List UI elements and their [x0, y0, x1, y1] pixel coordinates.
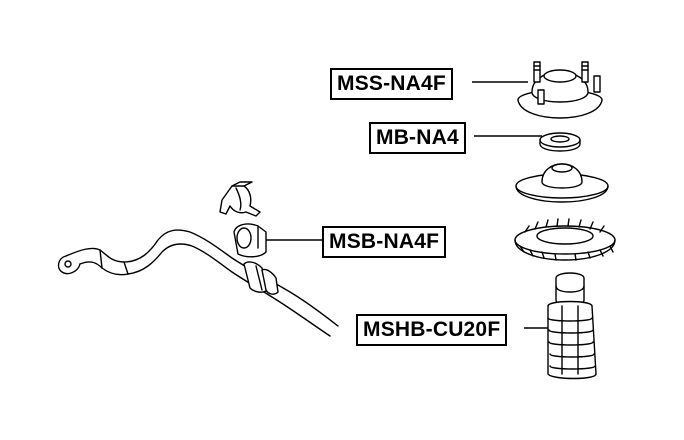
spring-seat-upper [515, 163, 609, 203]
part-label-strut-mount: MSS-NA4F [330, 68, 453, 100]
strut-mount-part [517, 61, 603, 119]
stabilizer-bushing-part [233, 223, 267, 258]
bump-stop-boot-part [547, 272, 597, 380]
bearing-part [539, 132, 581, 152]
part-label-bump-stop-boot: MSHB-CU20F [356, 314, 508, 346]
spring-seat-lower [514, 218, 616, 261]
leader-lines [266, 81, 548, 329]
stabilizer-bar [57, 229, 339, 337]
part-label-stabilizer-bushing: MSB-NA4F [322, 226, 447, 258]
bushing-bracket [219, 181, 261, 217]
part-label-bearing: MB-NA4 [369, 122, 466, 154]
